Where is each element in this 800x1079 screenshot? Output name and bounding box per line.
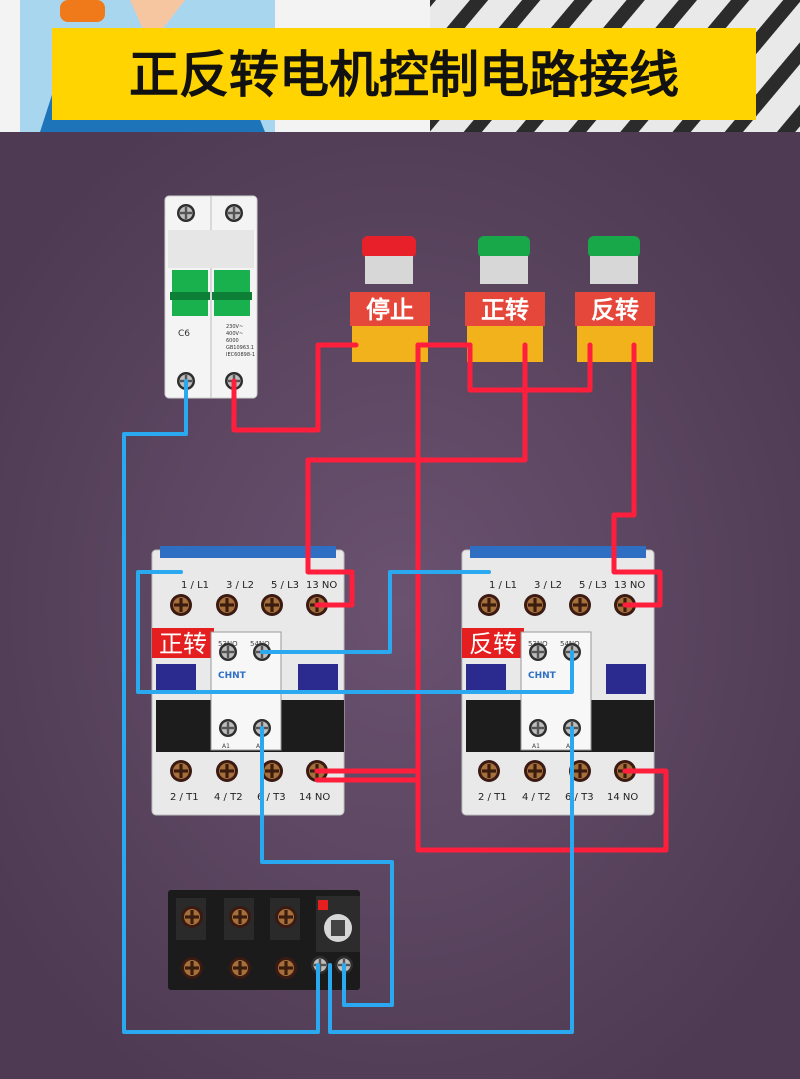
reverse-label: 反转 (591, 296, 639, 324)
fwd-term-top-4: 13 NO (306, 580, 337, 591)
contactor-reverse[interactable]: 1 / L1 3 / L2 5 / L3 13 NO 反转 53NO 54NO … (461, 546, 655, 816)
circuit-breaker[interactable]: C6 230V~ 400V~ 6000 GB10963.1 IEC60898-1 (164, 195, 258, 399)
rev-tag: 反转 (469, 630, 517, 658)
mounting-panel (0, 132, 800, 1079)
rev-term-bot-4: 14 NO (607, 792, 638, 803)
breaker-spec-5: IEC60898-1 (226, 352, 255, 358)
stop-pushbutton[interactable]: 停止 (350, 236, 430, 362)
blue-wires (122, 379, 574, 1034)
fwd-tag: 正转 (159, 630, 207, 658)
rev-term-bot-3: 6 / T3 (565, 792, 594, 803)
breaker-spec-3: 6000 (226, 338, 239, 344)
red-wire-junctions (414, 386, 529, 464)
fwd-brand: CHNT (218, 671, 247, 681)
header-banner: 正反转电机控制电路接线 (0, 0, 800, 132)
rev-term-top-3: 5 / L3 (579, 580, 607, 591)
thermal-overload-relay[interactable] (168, 890, 360, 990)
fwd-term-top-3: 5 / L3 (271, 580, 299, 591)
red-wires (231, 342, 669, 853)
rev-brand: CHNT (528, 671, 557, 681)
fwd-term-bot-1: 2 / T1 (170, 792, 199, 803)
title-box (52, 28, 756, 120)
rev-term-top-2: 3 / L2 (534, 580, 562, 591)
fwd-term-top-1: 1 / L1 (181, 580, 209, 591)
rev-term-bot-2: 4 / T2 (522, 792, 551, 803)
rev-aux-bottom-1: A1 (532, 743, 540, 750)
rev-term-bot-1: 2 / T1 (478, 792, 507, 803)
breaker-rating: C6 (178, 329, 190, 339)
breaker-spec-4: GB10963.1 (226, 345, 254, 351)
fwd-term-bot-2: 4 / T2 (214, 792, 243, 803)
breaker-spec-2: 400V~ (226, 331, 243, 337)
contactor-forward[interactable]: 1 / L1 3 / L2 5 / L3 13 NO 正转 53NO 54NO … (151, 546, 345, 816)
fwd-aux-bottom-1: A1 (222, 743, 230, 750)
rev-term-top-1: 1 / L1 (489, 580, 517, 591)
page-title: 正反转电机控制电路接线 (129, 46, 679, 104)
forward-pushbutton[interactable]: 正转 (465, 236, 545, 362)
fwd-term-bot-3: 6 / T3 (257, 792, 286, 803)
breaker-spec-1: 230V~ (226, 324, 243, 330)
stop-label: 停止 (366, 296, 414, 324)
fwd-term-bot-4: 14 NO (299, 792, 330, 803)
forward-label: 正转 (481, 296, 529, 324)
overload-reset-button[interactable] (318, 900, 328, 910)
rev-term-top-4: 13 NO (614, 580, 645, 591)
fwd-term-top-2: 3 / L2 (226, 580, 254, 591)
